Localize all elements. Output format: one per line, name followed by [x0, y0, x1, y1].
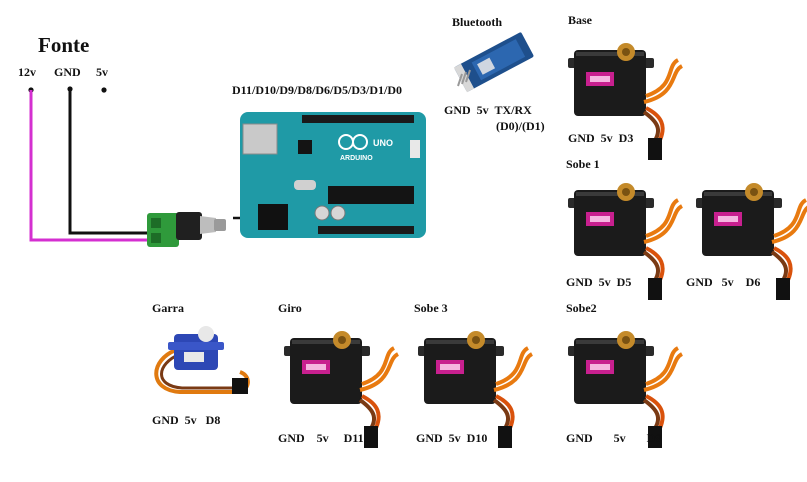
- servo-base-pins: GND 5v D3: [568, 131, 633, 145]
- dc-jack-adapter: [147, 212, 226, 247]
- servo-giro-title: Giro: [278, 301, 302, 315]
- servo-sobe2-pins: GND 5v D9: [566, 431, 661, 445]
- terminal-5v-dot: [101, 87, 106, 92]
- servo-sobe1: Sobe 1 GND 5v D5: [566, 157, 682, 300]
- terminal-12v-label: 12v: [18, 65, 36, 79]
- servo-sobe3-title: Sobe 3: [414, 301, 448, 315]
- servo-base-title: Base: [568, 13, 593, 27]
- servo-garra: Garra GND 5v D8: [152, 301, 248, 427]
- bluetooth-pins-line2: (D0)/(D1): [496, 119, 545, 133]
- servo-sobe2: Sobe2 GND 5v D9: [566, 301, 682, 448]
- arduino-model: UNO: [373, 138, 393, 148]
- power-supply-title: Fonte: [38, 33, 89, 57]
- arduino-pins-label: D11/D10/D9/D8/D6/D5/D3/D1/D0: [232, 83, 402, 97]
- servo-sobe2-title: Sobe2: [566, 301, 597, 315]
- servo-garra-title: Garra: [152, 301, 184, 315]
- servo-sobe3: Sobe 3 GND 5v D10: [414, 301, 532, 448]
- servo-giro-pins: GND 5v D11: [278, 431, 364, 445]
- servo-base: Base GND 5v D3: [568, 13, 682, 160]
- power-supply: Fonte 12v GND 5v: [18, 33, 108, 93]
- servo-giro: Giro GND 5v D11: [278, 301, 398, 448]
- servo-sobe3-pins: GND 5v D10: [416, 431, 487, 445]
- wire-12v: [31, 90, 152, 240]
- servo-garra-pins: GND 5v D8: [152, 413, 220, 427]
- servo-sobe1-pins: GND 5v D5: [566, 275, 631, 289]
- bluetooth-module: [454, 32, 534, 92]
- terminal-5v-label: 5v: [96, 65, 108, 79]
- arduino-brand: ARDUINO: [340, 155, 373, 162]
- bluetooth-pins-line1: GND 5v TX/RX: [444, 103, 532, 117]
- servo-d6: GND 5v D6: [686, 183, 807, 300]
- bluetooth-title: Bluetooth: [452, 15, 502, 29]
- servo-d6-pins: GND 5v D6: [686, 275, 760, 289]
- micro-servo-graphic: [156, 326, 248, 394]
- arduino-board: ARDUINO UNO: [240, 112, 426, 238]
- servo-sobe1-title: Sobe 1: [566, 157, 600, 171]
- wire-gnd: [70, 89, 152, 233]
- terminal-gnd-label: GND: [54, 65, 81, 79]
